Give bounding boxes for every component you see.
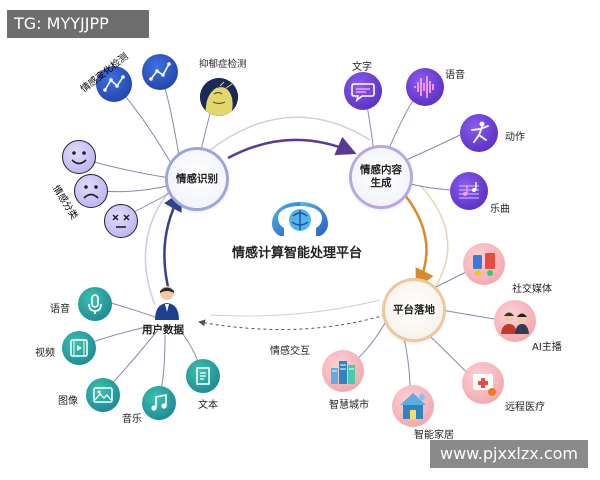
music-score-icon [450,172,488,210]
telemedicine-icon [462,362,504,404]
label-smart-city: 智慧城市 [329,400,369,411]
hub-content-generation: 情感内容 生成 [352,148,410,206]
label-user-text: 文本 [198,400,218,411]
hub-content-generation-label-2: 生成 [370,177,392,189]
microphone-icon [78,287,112,321]
label-user-voice: 语音 [50,304,70,315]
interaction-arc-label: 情感交互 [270,346,310,357]
watermark-bottom-right: www.pjxxlzx.com [430,440,588,468]
social-media-icon [463,243,505,285]
chat-text-icon [344,72,382,110]
label-depression-detection: 抑郁症检测 [199,59,247,70]
hub-platform-landing-label: 平台落地 [393,303,435,316]
music-note-icon [142,386,176,420]
label-user-video: 视频 [35,348,55,359]
hub-content-generation-label-1: 情感内容 [360,164,402,176]
label-user-image: 图像 [58,396,78,407]
label-social-media: 社交媒体 [512,284,552,295]
trend-chart-icon-2 [142,54,178,90]
trend-chart-icon-1 [96,66,132,102]
ai-anchor-icon [494,300,536,342]
smart-home-icon [392,385,434,427]
sad-face-icon [74,174,108,208]
happy-face-icon [62,140,96,174]
main-cycle-arcs [144,116,449,331]
sound-wave-icon [406,68,444,106]
watermark-top-left: TG: MYYJJPP [7,10,149,38]
user-person-icon [155,286,179,320]
dizzy-face-icon [104,204,138,238]
hub-platform-landing: 平台落地 [385,281,443,339]
label-smart-home: 智能家居 [414,430,454,441]
label-gen-action: 动作 [505,132,525,143]
label-telemedicine: 远程医疗 [505,402,545,413]
hub-user-data-label: 用户数据 [142,324,184,336]
label-gen-text: 文字 [352,62,372,73]
hub-emotion-recognition-label: 情感识别 [176,172,218,185]
image-picture-icon [86,378,120,412]
document-text-icon [186,359,220,393]
label-gen-music: 乐曲 [490,204,510,215]
dancer-icon [460,114,498,152]
center-title: 情感计算智能处理平台 [232,246,363,261]
smart-city-icon [322,350,364,392]
hub-emotion-recognition: 情感识别 [168,150,226,208]
brain-head-icon [272,202,328,236]
label-ai-anchor: AI主播 [532,342,562,353]
video-film-icon [62,331,96,365]
depression-portrait-icon [200,78,238,116]
label-gen-voice: 语音 [445,70,465,81]
label-user-music: 音乐 [122,414,142,425]
